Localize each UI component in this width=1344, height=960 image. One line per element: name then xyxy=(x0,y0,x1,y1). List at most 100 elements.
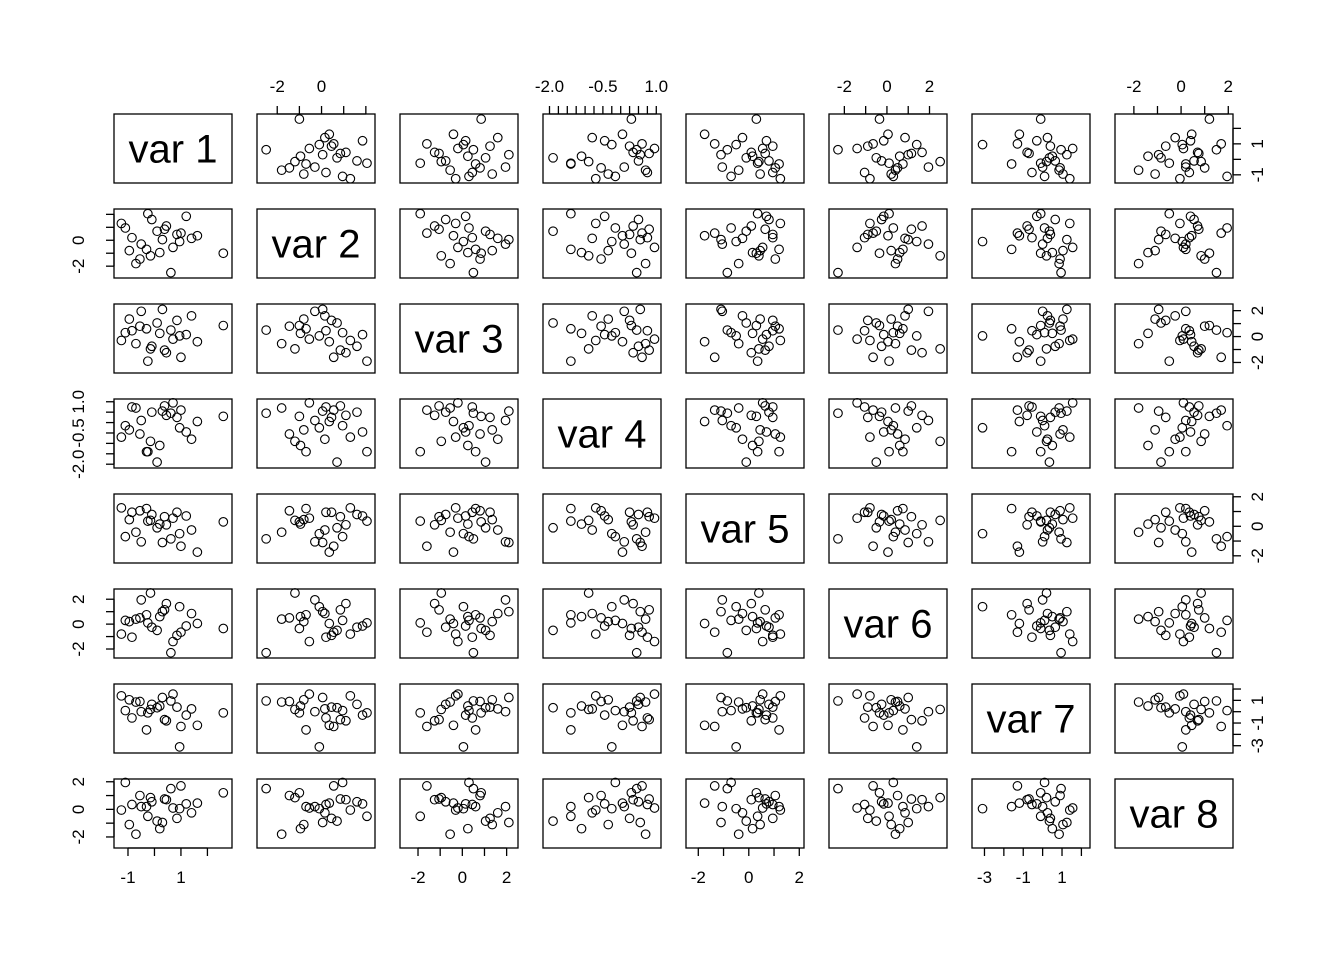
data-point xyxy=(141,801,152,812)
panel-5-4 xyxy=(542,493,662,564)
data-point xyxy=(900,132,910,143)
data-point xyxy=(774,446,784,457)
data-point xyxy=(1211,647,1222,658)
data-point xyxy=(752,208,763,219)
data-point xyxy=(136,706,147,717)
data-point xyxy=(635,234,646,245)
data-point xyxy=(1156,457,1166,467)
panel-frame xyxy=(399,588,519,659)
data-point xyxy=(977,803,988,814)
data-point xyxy=(871,226,882,237)
data-point xyxy=(935,344,946,354)
data-point xyxy=(1054,338,1064,349)
data-point xyxy=(460,211,471,222)
data-point xyxy=(903,537,914,548)
data-point xyxy=(599,710,610,720)
panel-frame xyxy=(685,208,805,279)
data-point xyxy=(890,697,901,707)
data-point xyxy=(464,420,474,431)
data-point xyxy=(186,525,197,535)
data-point xyxy=(290,515,300,526)
data-point xyxy=(752,356,763,367)
data-point xyxy=(450,432,461,442)
data-point xyxy=(746,221,757,231)
data-point xyxy=(548,226,558,237)
data-point xyxy=(1216,627,1227,638)
data-point xyxy=(619,801,630,812)
data-point xyxy=(1153,149,1164,160)
data-point xyxy=(1133,258,1144,269)
data-point xyxy=(583,792,594,803)
data-point xyxy=(610,171,621,182)
data-point xyxy=(731,741,742,752)
data-point xyxy=(1150,425,1160,435)
data-point xyxy=(295,611,306,622)
data-point xyxy=(892,505,903,516)
panel-frame xyxy=(828,588,948,659)
data-point xyxy=(886,514,897,525)
data-point xyxy=(328,541,339,552)
data-point xyxy=(900,310,910,321)
data-point xyxy=(1211,267,1222,278)
data-point xyxy=(898,244,908,255)
data-point xyxy=(1178,334,1189,345)
data-point xyxy=(1012,781,1023,791)
data-point xyxy=(767,229,778,240)
data-point xyxy=(883,230,893,241)
data-point xyxy=(699,618,710,629)
panel-frame xyxy=(685,113,805,184)
tick-label: -2 xyxy=(270,77,285,96)
data-point xyxy=(917,347,927,358)
panel-frame xyxy=(971,493,1091,564)
variable-label: var 2 xyxy=(272,223,361,267)
tick-label: -1 xyxy=(1248,715,1267,730)
panel-frame xyxy=(399,683,519,754)
panel-frame xyxy=(542,683,662,754)
panel-7-5 xyxy=(685,683,805,754)
data-point xyxy=(631,325,642,335)
data-point xyxy=(898,159,908,169)
data-point xyxy=(1204,623,1215,634)
panel-frame xyxy=(113,303,233,374)
data-point xyxy=(548,702,558,713)
data-point xyxy=(504,817,514,828)
panel-8-8: var 8 xyxy=(1114,778,1234,849)
data-point xyxy=(143,356,153,367)
tick-label: -2 xyxy=(69,641,88,656)
data-point xyxy=(642,713,653,723)
data-point xyxy=(898,323,908,334)
data-point xyxy=(1047,823,1058,834)
data-point xyxy=(716,406,726,416)
data-point xyxy=(337,171,348,182)
data-point xyxy=(833,267,843,278)
panel-frame xyxy=(113,493,233,564)
data-point xyxy=(1041,250,1052,261)
data-point xyxy=(1184,232,1195,243)
data-point xyxy=(464,223,474,233)
data-point xyxy=(320,434,330,445)
data-point xyxy=(1022,221,1032,231)
panel-frame xyxy=(1114,588,1234,659)
data-point xyxy=(1062,149,1072,160)
data-point xyxy=(977,528,988,539)
data-point xyxy=(1056,267,1066,278)
data-point xyxy=(116,805,127,815)
data-point xyxy=(470,801,481,812)
data-point xyxy=(476,517,487,527)
data-point xyxy=(747,823,758,834)
data-point xyxy=(157,817,168,828)
data-point xyxy=(422,139,432,149)
data-point xyxy=(120,705,131,716)
data-point xyxy=(480,152,491,163)
data-point xyxy=(422,405,432,415)
data-point xyxy=(276,403,287,413)
data-point xyxy=(603,514,614,525)
data-point xyxy=(890,829,901,840)
data-point xyxy=(898,724,908,735)
panel-2-2: var 2 xyxy=(256,208,376,279)
tick-label: -1 xyxy=(1016,868,1031,887)
data-point xyxy=(429,147,440,158)
data-point xyxy=(131,258,141,269)
data-point xyxy=(640,829,651,840)
data-point xyxy=(326,315,337,326)
